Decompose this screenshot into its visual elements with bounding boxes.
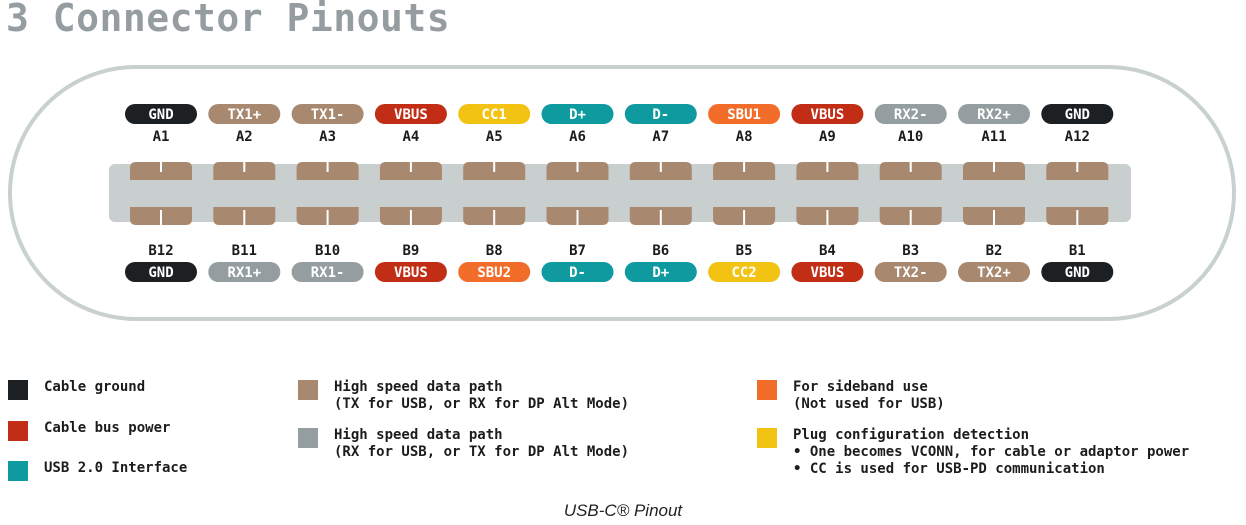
pin-signal-b10: RX1-	[311, 265, 345, 281]
pin-signal-b8: SBU2	[477, 265, 511, 281]
pin-signal-a5: CC1	[482, 107, 507, 123]
pin-id-b8: B8	[486, 243, 503, 259]
legend-swatch-usb2	[8, 461, 28, 481]
legend-swatch-ground	[8, 380, 28, 400]
pin-badge-a1	[125, 104, 197, 124]
legend-label-power: Cable bus power	[44, 420, 171, 436]
pin-id-b5: B5	[736, 243, 753, 259]
pin-signal-b5: CC2	[731, 265, 756, 281]
legend-swatch-hs-rx	[298, 428, 318, 448]
pin-badge-b2	[958, 262, 1030, 282]
legend-swatch-config	[757, 428, 777, 448]
pin-signal-a11: RX2+	[977, 107, 1011, 123]
pin-badge-a8	[708, 104, 781, 124]
pin-id-a5: A5	[486, 129, 503, 145]
pin-signal-b1: GND	[1065, 265, 1090, 281]
figure-caption: USB-C® Pinout	[563, 501, 683, 520]
legend-item-usb2: USB 2.0 Interface	[8, 460, 187, 481]
pin-badge-a9	[791, 104, 864, 124]
pin-id-a4: A4	[402, 129, 419, 145]
pin-signal-b4: VBUS	[811, 265, 845, 281]
pin-badge-a10	[874, 104, 947, 124]
pin-signal-b11: RX1+	[227, 265, 261, 281]
pin-id-b11: B11	[232, 243, 257, 259]
pin-id-a10: A10	[898, 129, 923, 145]
legend-item-sideband: For sideband use (Not used for USB)	[757, 379, 945, 413]
pin-signal-a6: D+	[569, 107, 586, 123]
pin-signal-a7: D-	[652, 107, 669, 123]
pin-id-b10: B10	[315, 243, 340, 259]
pin-badge-a4	[374, 104, 447, 124]
legend-label-usb2: USB 2.0 Interface	[44, 460, 188, 476]
pin-badge-a3	[291, 104, 364, 124]
pin-signal-b6: D+	[652, 265, 669, 281]
pin-id-a11: A11	[981, 129, 1006, 145]
pin-id-a6: A6	[569, 129, 586, 145]
pin-signal-a8: SBU1	[727, 107, 761, 123]
legend-label-hs-rx: High speed data path (RX for USB, or TX …	[334, 427, 630, 460]
pin-signal-b12: GND	[148, 265, 173, 281]
pin-id-b6: B6	[652, 243, 669, 259]
pin-id-b2: B2	[986, 243, 1003, 259]
pin-badge-b10	[291, 262, 364, 282]
pin-badge-a2	[208, 104, 281, 124]
legend-item-config: Plug configuration detection • One becom…	[757, 427, 1189, 478]
pin-id-a2: A2	[236, 129, 253, 145]
legend-item-hs-rx: High speed data path (RX for USB, or TX …	[298, 427, 629, 461]
pin-signal-a2: TX1+	[227, 107, 261, 123]
page-title: 3 Connector Pinouts	[6, 0, 451, 40]
pin-badge-b1	[1041, 262, 1114, 282]
pin-badge-b7	[541, 262, 614, 282]
pin-id-b9: B9	[402, 243, 419, 259]
legend-label-config: Plug configuration detection • One becom…	[793, 427, 1190, 477]
connector-tongue	[109, 164, 1131, 222]
pin-signal-a9: VBUS	[811, 107, 845, 123]
pin-id-b12: B12	[148, 243, 173, 259]
pin-badge-a11	[958, 104, 1030, 124]
pin-id-a3: A3	[319, 129, 336, 145]
pin-id-b3: B3	[902, 243, 919, 259]
pin-signal-a1: GND	[148, 107, 173, 123]
pin-signal-a10: RX2-	[894, 107, 928, 123]
legend-swatch-sideband	[757, 380, 777, 400]
pin-badge-b5	[708, 262, 781, 282]
pin-badge-b6	[624, 262, 697, 282]
pin-signal-b7: D-	[569, 265, 586, 281]
pin-badge-b8	[458, 262, 531, 282]
pins-layer: GNDA1TX1+A2TX1-A3VBUSA4CC1A5D+A6D-A7SBU1…	[125, 104, 1114, 282]
pin-id-b7: B7	[569, 243, 586, 259]
legend-label-ground: Cable ground	[44, 379, 146, 395]
pin-signal-a12: GND	[1065, 107, 1090, 123]
pin-signal-a3: TX1-	[311, 107, 345, 123]
pin-badge-a5	[458, 104, 531, 124]
pin-signal-a4: VBUS	[394, 107, 428, 123]
pin-badge-b3	[874, 262, 947, 282]
pin-id-b1: B1	[1069, 243, 1086, 259]
pin-id-b4: B4	[819, 243, 836, 259]
pin-id-a8: A8	[736, 129, 753, 145]
legend-label-hs-tx: High speed data path (TX for USB, or RX …	[334, 379, 630, 412]
pin-badge-b9	[374, 262, 447, 282]
pin-signal-b9: VBUS	[394, 265, 428, 281]
legend-item-ground: Cable ground	[8, 379, 145, 400]
legend-swatch-hs-tx	[298, 380, 318, 400]
pin-id-a7: A7	[652, 129, 669, 145]
pin-badge-b12	[125, 262, 197, 282]
pin-id-a1: A1	[153, 129, 170, 145]
legend-label-sideband: For sideband use (Not used for USB)	[793, 379, 945, 412]
pin-badge-a6	[541, 104, 614, 124]
usb-c-pinout-diagram: GNDA1TX1+A2TX1-A3VBUSA4CC1A5D+A6D-A7SBU1…	[8, 65, 1236, 321]
legend-swatch-power	[8, 421, 28, 441]
pin-signal-b2: TX2+	[977, 265, 1011, 281]
pin-badge-b4	[791, 262, 864, 282]
pin-badge-b11	[208, 262, 281, 282]
pin-badge-a7	[624, 104, 697, 124]
pin-signal-b3: TX2-	[894, 265, 928, 281]
legend-item-power: Cable bus power	[8, 420, 170, 441]
pin-id-a12: A12	[1065, 129, 1090, 145]
pin-id-a9: A9	[819, 129, 836, 145]
pin-badge-a12	[1041, 104, 1114, 124]
legend-item-hs-tx: High speed data path (TX for USB, or RX …	[298, 379, 629, 413]
